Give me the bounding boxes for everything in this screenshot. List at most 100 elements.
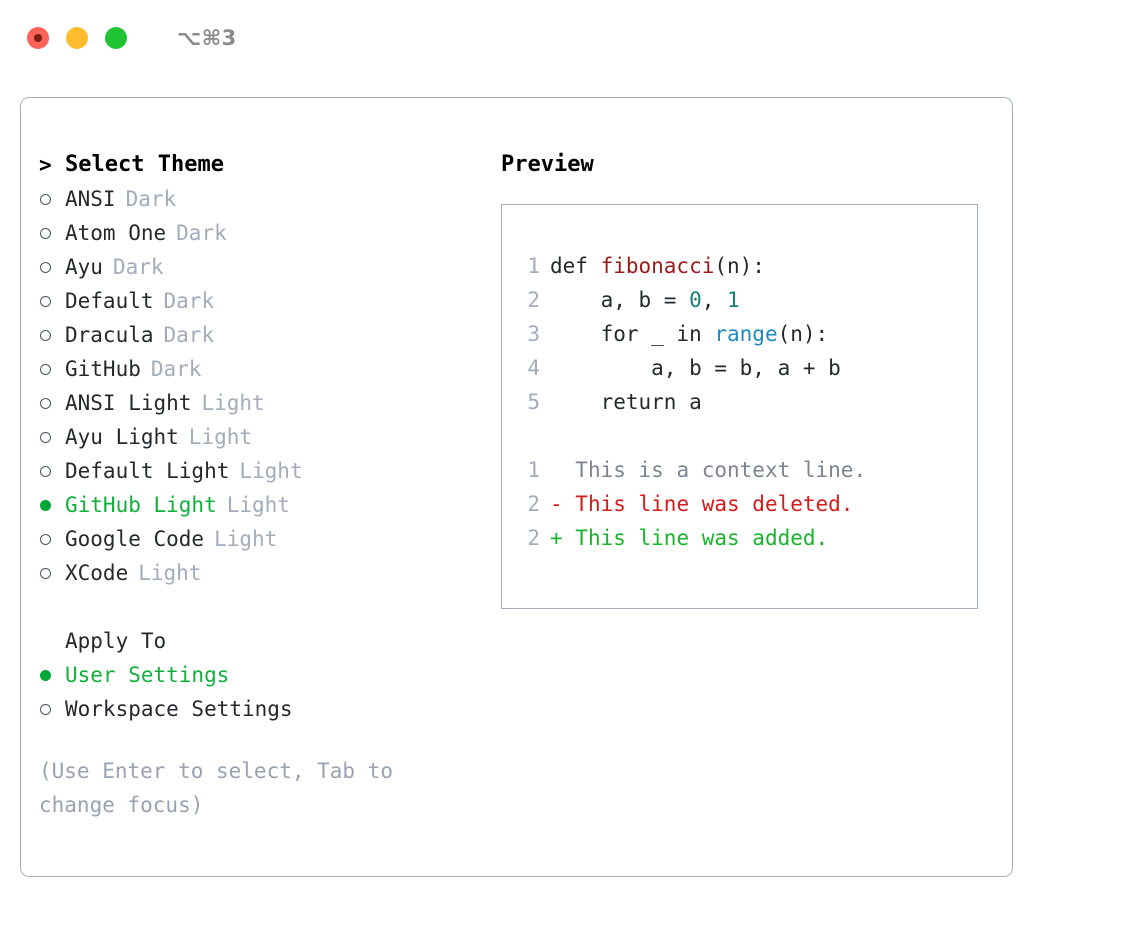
- title-bar: ⌥⌘3: [0, 0, 1140, 76]
- list-spacer: [39, 590, 479, 624]
- close-button-icon[interactable]: [27, 27, 49, 49]
- code-token-plain: ,: [701, 288, 728, 312]
- apply-to-option-user-settings[interactable]: User Settings: [39, 658, 479, 692]
- theme-variant-badge: Dark: [163, 323, 215, 347]
- code-token-fn: fibonacci: [600, 254, 715, 278]
- bullet-shape: [40, 295, 51, 307]
- code-token-plain: for _ in: [550, 322, 715, 346]
- radio-unselected-icon: [39, 261, 65, 273]
- bullet-shape: [40, 431, 51, 443]
- bullet-shape: [40, 567, 51, 579]
- theme-variant-badge: Light: [214, 527, 278, 551]
- code-token-plain: return a: [550, 390, 702, 414]
- line-number: 2: [527, 288, 540, 312]
- line-number: 3: [527, 322, 540, 346]
- theme-name-label: ANSI Light: [65, 391, 192, 415]
- maximize-button-icon[interactable]: [105, 27, 127, 49]
- bullet-shape: [40, 703, 51, 715]
- theme-option-xcode[interactable]: XCode Light: [39, 556, 479, 590]
- radio-unselected-icon: [39, 329, 65, 341]
- theme-variant-badge: Dark: [125, 187, 177, 211]
- preview-heading: Preview: [501, 152, 594, 177]
- radio-unselected-icon: [39, 703, 65, 715]
- code-line-content: return a: [550, 385, 702, 419]
- code-token-kw: def: [550, 254, 601, 278]
- minimize-button-icon[interactable]: [66, 27, 88, 49]
- code-line-content: a, b = b, a + b: [550, 351, 841, 385]
- bullet-shape: [40, 533, 51, 545]
- keyboard-shortcut-label: ⌥⌘3: [177, 26, 237, 50]
- code-line-content: for _ in range(n):: [550, 317, 829, 351]
- diff-line-del: 2- This line was deleted.: [502, 487, 977, 521]
- code-line: 3 for _ in range(n):: [502, 317, 977, 351]
- theme-variant-badge: Dark: [150, 357, 202, 381]
- theme-variant-badge: Light: [226, 493, 290, 517]
- theme-name-label: Default: [65, 289, 154, 313]
- bullet-shape: [40, 397, 51, 409]
- theme-option-dracula[interactable]: Dracula Dark: [39, 318, 479, 352]
- code-line-content: def fibonacci(n):: [550, 249, 765, 283]
- line-number: 2: [527, 526, 540, 550]
- code-token-plain: (n):: [714, 254, 765, 278]
- code-diff-spacer: [502, 419, 977, 453]
- diff-line-text: This is a context line.: [562, 458, 867, 482]
- theme-name-label: Atom One: [65, 221, 167, 245]
- traffic-lights: [27, 27, 127, 49]
- line-number: 1: [527, 458, 540, 482]
- code-token-num: 0: [689, 288, 702, 312]
- diff-sign-del: -: [550, 492, 563, 516]
- radio-unselected-icon: [39, 193, 65, 205]
- page-title: Select Theme: [65, 152, 224, 177]
- bullet-shape: [40, 193, 51, 205]
- theme-variant-badge: Dark: [176, 221, 227, 245]
- theme-option-ayu[interactable]: Ayu Dark: [39, 250, 479, 284]
- theme-name-label: Ayu: [65, 255, 103, 279]
- diff-sign-add: +: [550, 526, 563, 550]
- theme-variant-badge: Light: [188, 425, 253, 449]
- theme-option-atom-one[interactable]: Atom One Dark: [39, 216, 479, 250]
- line-number: 1: [527, 254, 540, 278]
- bullet-shape: [40, 261, 51, 273]
- diff-sample: 1 This is a context line.2- This line wa…: [502, 453, 977, 555]
- theme-name-label: Dracula: [65, 323, 154, 347]
- apply-to-option-workspace-settings[interactable]: Workspace Settings: [39, 692, 479, 726]
- theme-variant-badge: Dark: [112, 255, 164, 279]
- keyboard-hint-text: (Use Enter to select, Tab to change focu…: [39, 759, 394, 817]
- radio-unselected-icon: [39, 363, 65, 375]
- theme-variant-badge: Light: [239, 459, 303, 483]
- code-token-plain: (n):: [777, 322, 829, 346]
- code-token-call: range: [714, 322, 778, 346]
- bullet-shape: [40, 669, 51, 681]
- theme-variant-badge: Light: [138, 561, 202, 585]
- radio-selected-icon: [39, 499, 65, 511]
- line-number: 4: [527, 356, 540, 380]
- theme-option-ansi-light[interactable]: ANSI Light Light: [39, 386, 479, 420]
- line-number: 5: [527, 390, 540, 414]
- radio-unselected-icon: [39, 567, 65, 579]
- radio-unselected-icon: [39, 533, 65, 545]
- diff-line-add: 2+ This line was added.: [502, 521, 977, 555]
- bullet-shape: [40, 363, 51, 375]
- radio-unselected-icon: [39, 397, 65, 409]
- theme-name-label: XCode: [65, 561, 129, 585]
- theme-variant-badge: Light: [201, 391, 265, 415]
- bullet-shape: [40, 465, 51, 477]
- radio-unselected-icon: [39, 295, 65, 307]
- radio-selected-icon: [39, 669, 65, 681]
- diff-line-text: This line was deleted.: [562, 492, 854, 516]
- diff-line-context: 1 This is a context line.: [502, 453, 977, 487]
